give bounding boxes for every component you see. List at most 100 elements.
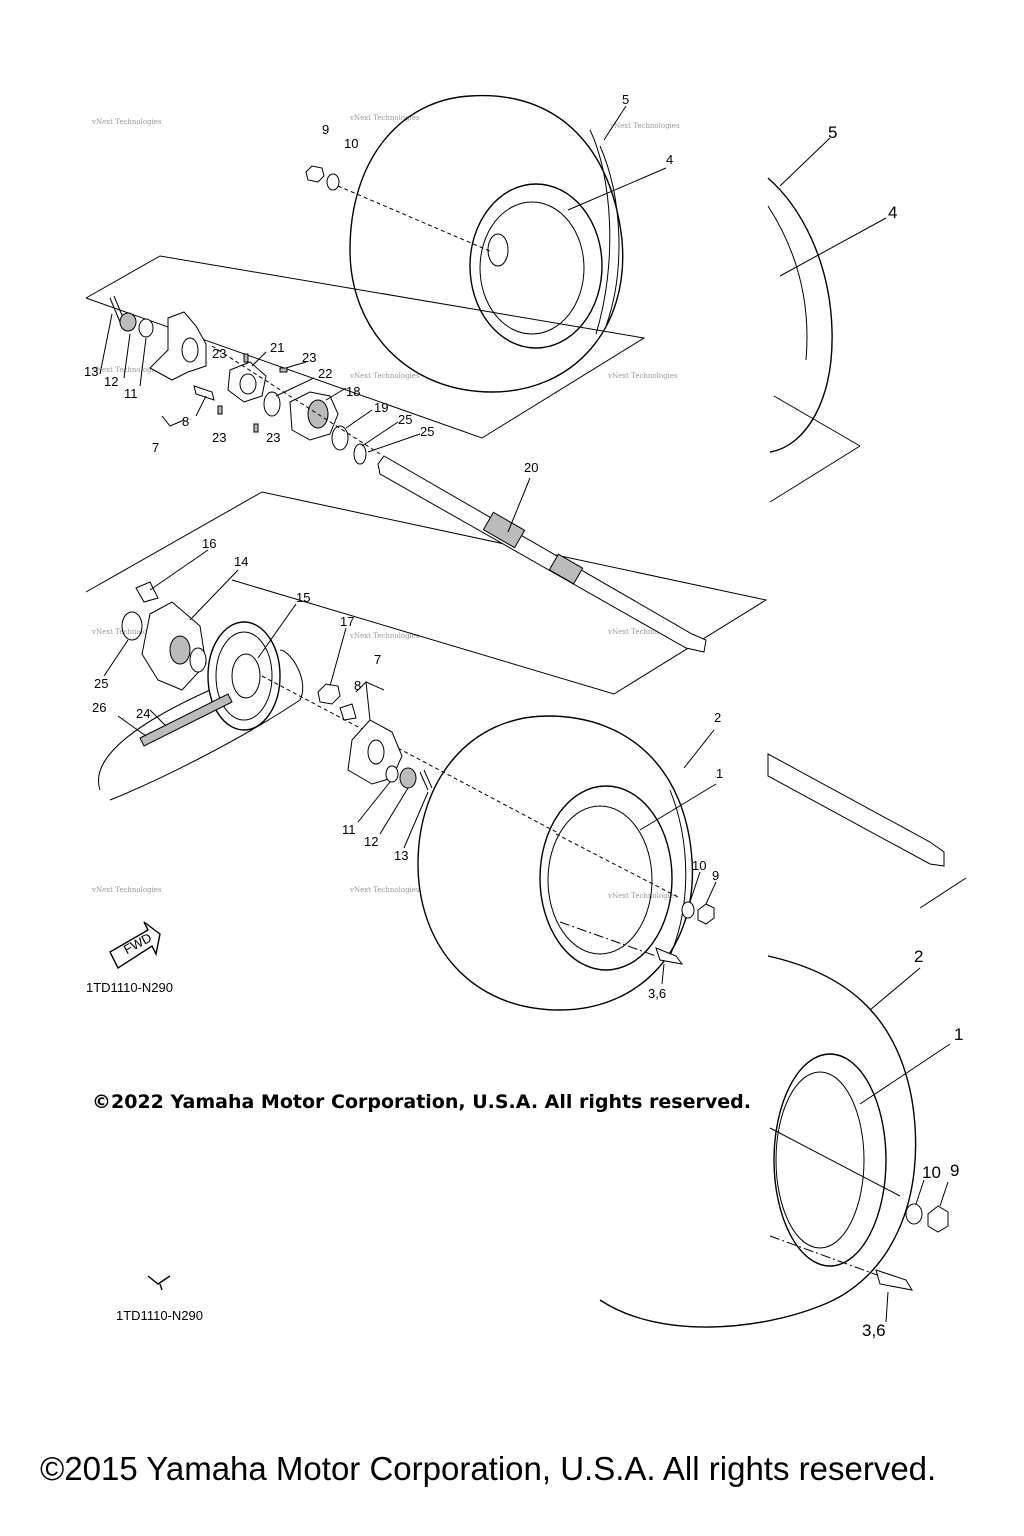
callout-5-zoom: 5 — [828, 123, 837, 142]
nut-9-lower — [697, 903, 715, 925]
bolt-8-left — [193, 385, 215, 401]
callout-25: 25 — [94, 676, 108, 691]
callout-10-zoom: 10 — [922, 1163, 941, 1182]
callout-14: 14 — [234, 554, 248, 569]
callout-26: 26 — [92, 700, 106, 715]
watermark: vNext Technologies — [91, 886, 162, 894]
drive-chain-26 — [98, 649, 304, 801]
callout-18: 18 — [346, 384, 360, 399]
callout-9: 9 — [322, 122, 329, 137]
nut-17 — [317, 683, 341, 705]
bracket-21 — [227, 361, 267, 403]
castle-nut-12-right — [399, 767, 417, 789]
sprocket-15 — [207, 621, 281, 731]
callout-22: 22 — [318, 366, 332, 381]
right-crop-mid — [767, 753, 967, 909]
tire-lower — [417, 715, 694, 1011]
callout-23: 23 — [212, 346, 226, 361]
watermark: vNext Technologies — [607, 892, 678, 900]
bolt-8-right — [339, 703, 357, 721]
copyright-2022: ©2022 Yamaha Motor Corporation, U.S.A. A… — [92, 1091, 751, 1113]
axle-shaft — [377, 455, 707, 653]
callout-19: 19 — [374, 400, 388, 415]
callout-11: 11 — [124, 386, 138, 401]
callout-4-zoom: 4 — [888, 203, 897, 222]
hub-assembly-left — [99, 295, 421, 465]
nut-9-upper — [305, 165, 325, 183]
callout-17: 17 — [340, 614, 354, 629]
callout-8: 8 — [354, 678, 361, 693]
washer-10-upper — [326, 173, 340, 191]
lower-wheel-group — [417, 715, 717, 1011]
callout-12: 12 — [104, 374, 118, 389]
fwd-arrow-icon: FWD — [109, 921, 161, 970]
seal-22 — [263, 391, 281, 417]
watermark: vNext Technologies — [609, 122, 680, 130]
callout-9-zoom: 9 — [950, 1161, 959, 1180]
callout-23: 23 — [266, 430, 280, 445]
cotter-pin-13-right — [419, 769, 433, 791]
watermark: vNext Technologies — [349, 114, 420, 122]
rear-axle-20 — [85, 455, 768, 695]
watermark: vNext Technologies — [91, 366, 162, 374]
watermark: vNext Technologies — [349, 372, 420, 380]
right-crop-upper — [767, 137, 887, 503]
watermarks: vNext Technologies vNext Technologies vN… — [91, 114, 680, 900]
washer-10-lower — [681, 901, 695, 919]
set-screw-23 — [217, 405, 223, 415]
fwd-label: FWD — [121, 930, 154, 957]
callout-9: 9 — [712, 868, 719, 883]
set-screw-23 — [243, 353, 249, 363]
callout-1-zoom: 1 — [954, 1025, 963, 1044]
callout-13: 13 — [84, 364, 98, 379]
rim-lower — [539, 785, 673, 971]
callout-4: 4 — [666, 152, 673, 167]
washer-11-right — [385, 765, 399, 783]
upper-wheel-group — [85, 94, 667, 439]
hub-7-left — [149, 311, 207, 381]
watermark: vNext Technologies — [349, 632, 420, 640]
callout-10: 10 — [692, 858, 706, 873]
washer-11-left — [138, 318, 154, 338]
callout-23: 23 — [302, 350, 316, 365]
callout-11: 11 — [342, 822, 356, 837]
callout-23: 23 — [212, 430, 226, 445]
callout-1: 1 — [716, 766, 723, 781]
right-crop-lower — [599, 955, 951, 1328]
ring-19 — [331, 425, 349, 451]
tire-upper — [349, 94, 624, 393]
diagram-code-zoom: 1TD1110-N290 — [116, 1308, 203, 1323]
watermark: vNext Technologies — [607, 628, 678, 636]
circlip-25-lower — [121, 611, 143, 641]
callout-15: 15 — [296, 590, 310, 605]
callout-7: 7 — [374, 652, 381, 667]
callout-8: 8 — [182, 414, 189, 429]
rim-upper — [469, 183, 603, 349]
fwd-arrow-partial-icon — [147, 1275, 171, 1291]
callout-20: 20 — [524, 460, 538, 475]
watermark: vNext Technologies — [91, 118, 162, 126]
sprocket-assembly — [98, 549, 561, 849]
bolt-16 — [135, 581, 159, 603]
watermark: vNext Technologies — [349, 886, 420, 894]
callout-21: 21 — [270, 340, 284, 355]
callout-16: 16 — [202, 536, 216, 551]
circlip-25-upper — [353, 443, 367, 465]
callout-labels: 5 4 9 10 13 12 11 8 7 23 21 23 22 18 19 … — [84, 92, 963, 1340]
callout-2-zoom: 2 — [914, 947, 923, 966]
callout-2: 2 — [714, 710, 721, 725]
callout-13: 13 — [394, 848, 408, 863]
callout-10: 10 — [344, 136, 358, 151]
callout-24: 24 — [136, 706, 150, 721]
diagram-code: 1TD1110-N290 — [86, 980, 173, 995]
copyright-2015: ©2015 Yamaha Motor Corporation, U.S.A. A… — [40, 1450, 936, 1487]
callout-7: 7 — [152, 440, 159, 455]
callout-5: 5 — [622, 92, 629, 107]
set-screw-23 — [253, 423, 259, 433]
callout-3-6: 3,6 — [648, 986, 666, 1001]
callout-25: 25 — [398, 412, 412, 427]
valve-stem-3-6 — [655, 947, 684, 965]
callout-25: 25 — [420, 424, 434, 439]
castle-nut-12-left — [119, 312, 137, 332]
